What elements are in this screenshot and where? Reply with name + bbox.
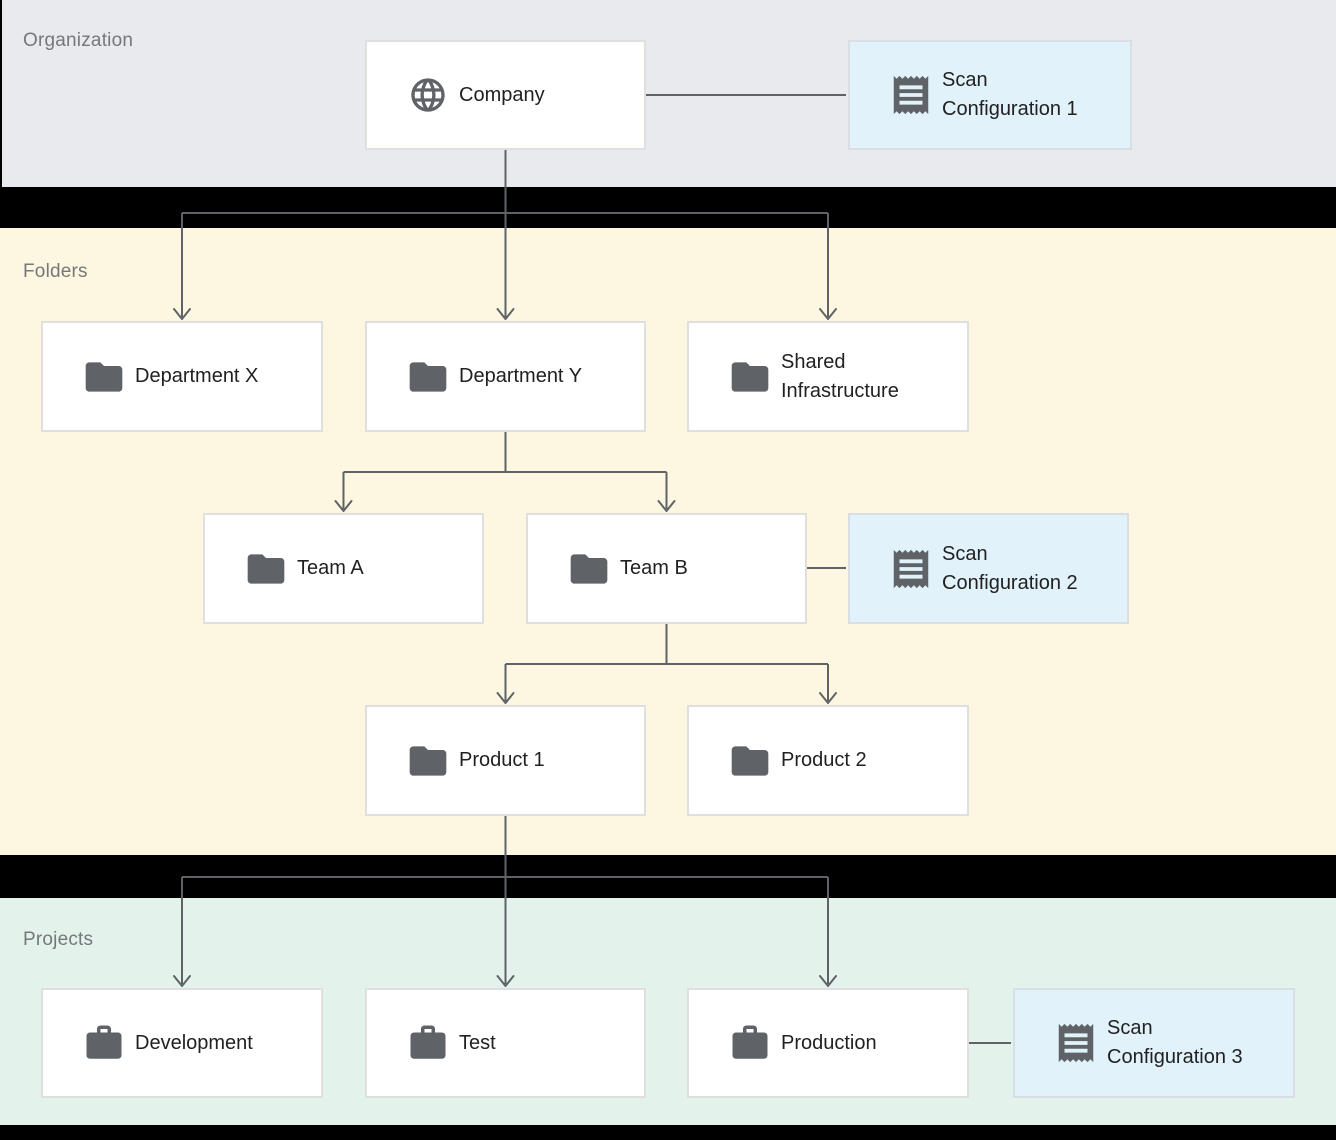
folders-section-label: Folders xyxy=(23,261,88,282)
node-department-y: Department Y xyxy=(365,321,646,432)
node-label: Production xyxy=(781,1031,877,1054)
folder-icon xyxy=(405,355,451,399)
node-label: Team A xyxy=(297,557,364,579)
folder-icon xyxy=(243,547,289,591)
node-scan-configuration-3: Scan Configuration 3 xyxy=(1013,988,1295,1098)
node-production: Production xyxy=(687,988,969,1098)
folder-icon xyxy=(81,355,127,399)
node-label: Department Y xyxy=(459,365,583,387)
receipt-icon xyxy=(888,71,934,119)
node-label: Shared Infrastructure xyxy=(781,350,899,402)
node-label: Team B xyxy=(620,557,688,579)
node-team-b: Team B xyxy=(526,513,807,624)
organization-section-band xyxy=(0,0,1336,187)
node-label: Scan Configuration 3 xyxy=(1107,1017,1243,1068)
node-test: Test xyxy=(365,988,646,1098)
globe-icon xyxy=(405,75,451,115)
node-scan-configuration-2: Scan Configuration 2 xyxy=(848,513,1129,624)
organization-section-label: Organization xyxy=(23,30,134,51)
briefcase-icon xyxy=(405,1022,451,1064)
folder-icon xyxy=(566,547,612,591)
node-product-1: Product 1 xyxy=(365,705,646,816)
node-company: Company xyxy=(365,40,646,150)
receipt-icon xyxy=(888,545,934,593)
receipt-icon xyxy=(1053,1019,1099,1067)
briefcase-icon xyxy=(81,1022,127,1064)
node-product-2: Product 2 xyxy=(687,705,969,816)
node-department-x: Department X xyxy=(41,321,323,432)
node-label: Product 2 xyxy=(781,749,867,771)
node-label: Scan Configuration 1 xyxy=(942,69,1078,120)
folder-icon xyxy=(405,739,451,783)
node-label: Company xyxy=(459,83,545,106)
folder-icon xyxy=(727,739,773,783)
folder-icon xyxy=(727,355,773,399)
node-label: Scan Configuration 2 xyxy=(942,542,1078,594)
node-label: Product 1 xyxy=(459,749,545,771)
node-label: Department X xyxy=(135,365,259,387)
projects-section-label: Projects xyxy=(23,929,94,950)
node-label: Test xyxy=(459,1031,496,1054)
node-team-a: Team A xyxy=(203,513,484,624)
node-development: Development xyxy=(41,988,323,1098)
node-scan-configuration-1: Scan Configuration 1 xyxy=(848,40,1132,150)
briefcase-icon xyxy=(727,1022,773,1064)
node-label: Development xyxy=(135,1031,253,1054)
node-shared-infrastructure: Shared Infrastructure xyxy=(687,321,969,432)
